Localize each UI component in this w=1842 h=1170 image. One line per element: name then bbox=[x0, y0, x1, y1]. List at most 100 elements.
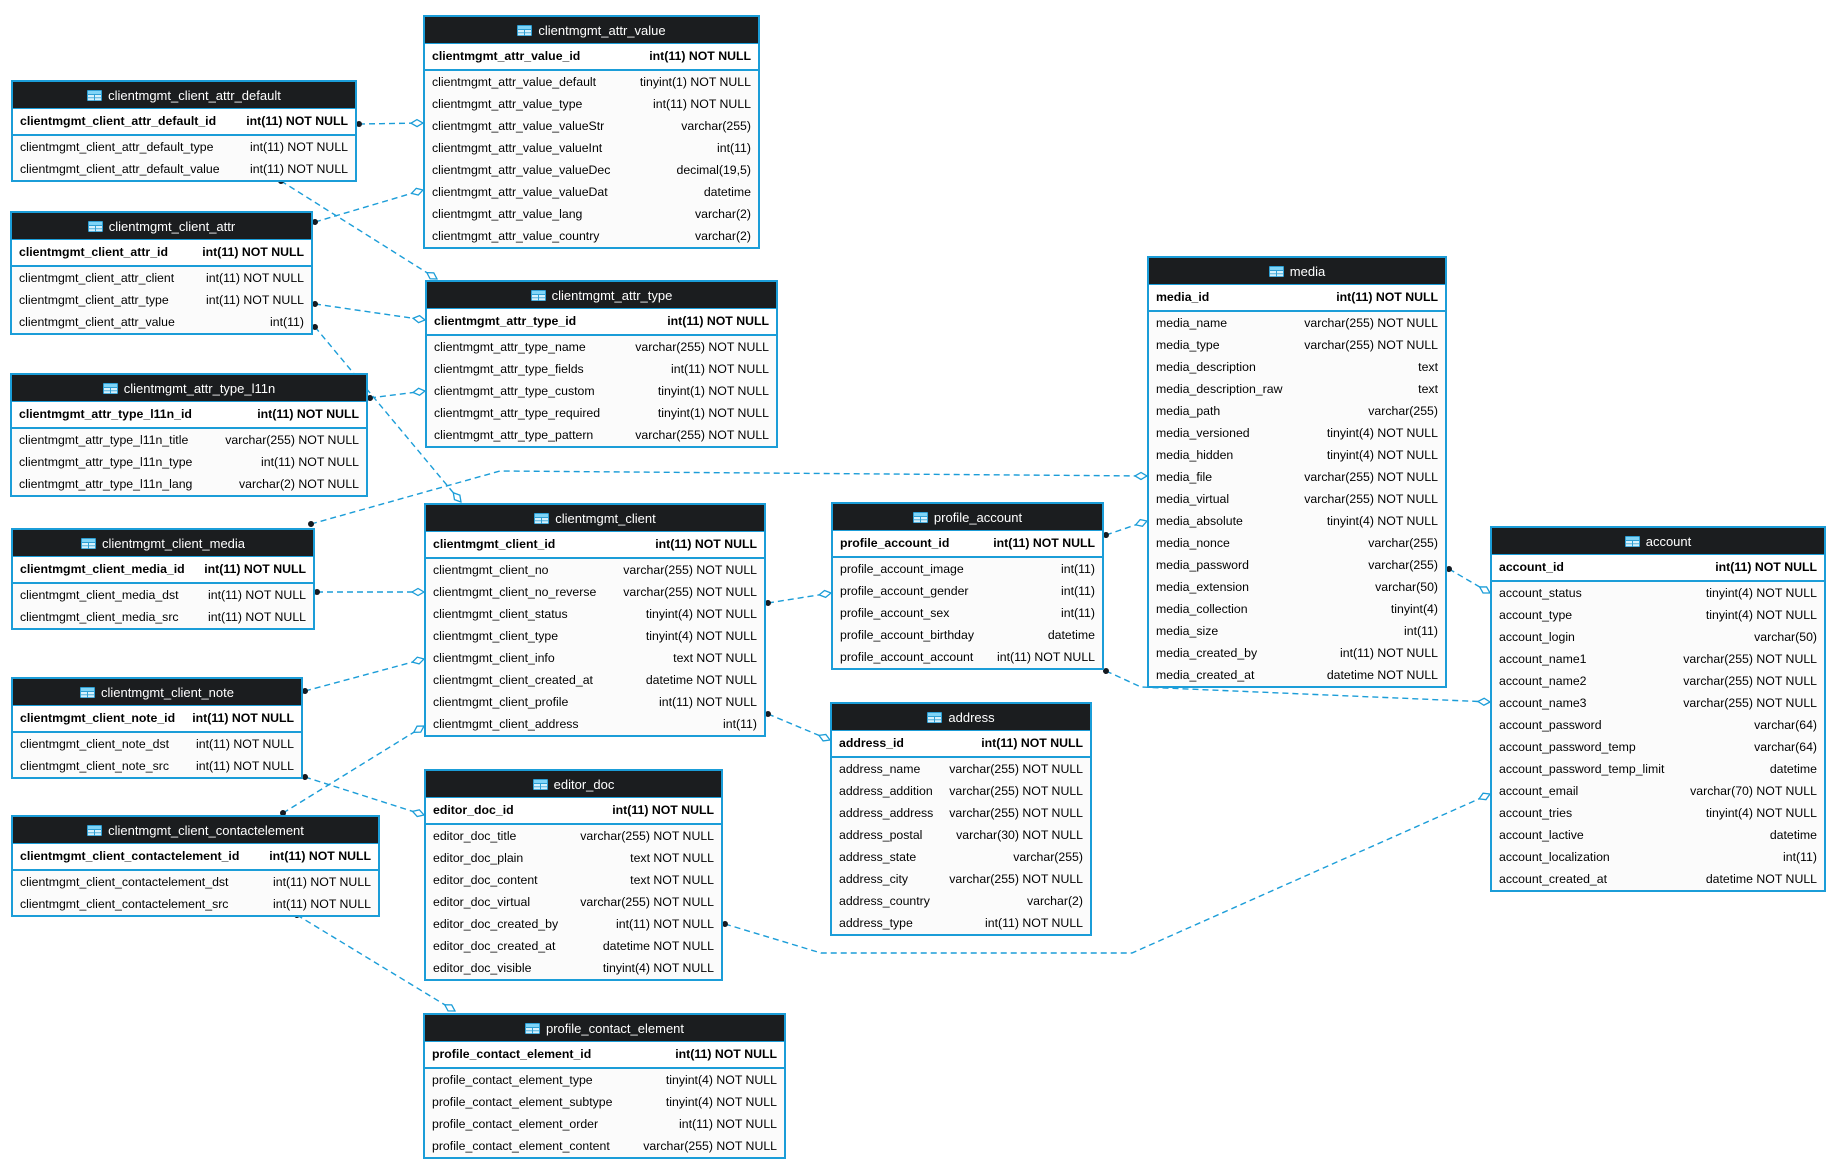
column-name: profile_contact_element_id bbox=[432, 1047, 592, 1061]
table-profile_contact_element[interactable]: profile_contact_element profile_contact_… bbox=[423, 1013, 786, 1159]
relationship-editor_doc--account[interactable] bbox=[725, 794, 1490, 954]
column-type: int(11) NOT NULL bbox=[1336, 290, 1438, 304]
column-type: int(11) bbox=[1061, 584, 1095, 598]
column-name: editor_doc_created_by bbox=[433, 917, 559, 931]
table-header[interactable]: clientmgmt_client_contactelement bbox=[13, 817, 378, 844]
table-header[interactable]: clientmgmt_client_attr bbox=[12, 213, 311, 240]
relationship-clientmgmt_client_attr_default--clientmgmt_attr_type[interactable] bbox=[281, 181, 437, 279]
table-title: account bbox=[1645, 533, 1692, 549]
column-name: clientmgmt_client_contactelement_id bbox=[20, 849, 240, 863]
table-header[interactable]: clientmgmt_client bbox=[426, 505, 764, 532]
column-name: media_id bbox=[1156, 290, 1210, 304]
table-title: clientmgmt_client bbox=[555, 510, 656, 526]
table-header[interactable]: media bbox=[1149, 258, 1445, 285]
column-row: address_type int(11) NOT NULL bbox=[832, 912, 1090, 934]
relationship-clientmgmt_client_note--clientmgmt_client[interactable] bbox=[305, 659, 424, 691]
column-type: tinyint(4) NOT NULL bbox=[665, 1095, 777, 1109]
column-type: tinyint(1) NOT NULL bbox=[639, 75, 751, 89]
column-type: int(11) bbox=[1061, 562, 1095, 576]
relationship-clientmgmt_client--profile_account[interactable] bbox=[768, 593, 831, 603]
relationship-clientmgmt_client_contactelement--clientmgmt_client[interactable] bbox=[283, 726, 424, 813]
table-header[interactable]: address bbox=[832, 704, 1090, 731]
column-type: tinyint(4) NOT NULL bbox=[1705, 586, 1817, 600]
table-title: profile_account bbox=[933, 509, 1023, 525]
table-clientmgmt_client_attr[interactable]: clientmgmt_client_attr clientmgmt_client… bbox=[10, 211, 313, 335]
table-clientmgmt_client_contactelement[interactable]: clientmgmt_client_contactelement clientm… bbox=[11, 815, 380, 917]
table-clientmgmt_client[interactable]: clientmgmt_client clientmgmt_client_id i… bbox=[424, 503, 766, 737]
table-clientmgmt_client_note[interactable]: clientmgmt_client_note clientmgmt_client… bbox=[11, 677, 303, 779]
column-row: clientmgmt_client_status tinyint(4) NOT … bbox=[426, 603, 764, 625]
table-clientmgmt_attr_type_l11n[interactable]: clientmgmt_attr_type_l11n clientmgmt_att… bbox=[10, 373, 368, 497]
column-type: int(11) NOT NULL bbox=[679, 1117, 777, 1131]
column-name: clientmgmt_client_profile bbox=[433, 695, 569, 709]
table-clientmgmt_client_attr_default[interactable]: clientmgmt_client_attr_default clientmgm… bbox=[11, 80, 357, 182]
column-row: editor_doc_visible tinyint(4) NOT NULL bbox=[426, 957, 721, 979]
table-header[interactable]: profile_account bbox=[833, 504, 1102, 531]
column-type: varchar(2) bbox=[694, 229, 751, 243]
column-name: address_addition bbox=[839, 784, 933, 798]
table-header[interactable]: clientmgmt_client_note bbox=[13, 679, 301, 706]
relationship-profile_account--media[interactable] bbox=[1106, 521, 1147, 535]
relationship-clientmgmt_client_media--media[interactable] bbox=[311, 470, 1147, 524]
table-header[interactable]: clientmgmt_client_media bbox=[13, 530, 313, 557]
column-type: varchar(2) bbox=[1026, 894, 1083, 908]
table-header[interactable]: clientmgmt_attr_value bbox=[425, 17, 758, 44]
relationship-clientmgmt_client_note--editor_doc[interactable] bbox=[305, 777, 424, 815]
column-type: int(11) NOT NULL bbox=[250, 162, 348, 176]
column-name: account_lactive bbox=[1499, 828, 1584, 842]
column-name: clientmgmt_attr_value_lang bbox=[432, 207, 583, 221]
relationship-clientmgmt_client_attr_default--clientmgmt_attr_value[interactable] bbox=[359, 123, 423, 124]
table-header[interactable]: profile_contact_element bbox=[425, 1015, 784, 1042]
primary-key-row: clientmgmt_client_attr_id int(11) NOT NU… bbox=[12, 240, 311, 267]
column-row: clientmgmt_client_profile int(11) NOT NU… bbox=[426, 691, 764, 713]
table-header[interactable]: editor_doc bbox=[426, 771, 721, 798]
column-name: media_size bbox=[1156, 624, 1219, 638]
table-clientmgmt_client_media[interactable]: clientmgmt_client_media clientmgmt_clien… bbox=[11, 528, 315, 630]
column-type: varchar(255) NOT NULL bbox=[1683, 652, 1817, 666]
column-name: clientmgmt_attr_type_custom bbox=[434, 384, 595, 398]
column-name: clientmgmt_attr_type_l11n_id bbox=[19, 407, 192, 421]
column-name: editor_doc_id bbox=[433, 803, 514, 817]
column-type: tinyint(4) NOT NULL bbox=[1326, 426, 1438, 440]
column-type: int(11) NOT NULL bbox=[981, 736, 1083, 750]
relationship-media--account[interactable] bbox=[1449, 569, 1490, 593]
table-header[interactable]: clientmgmt_attr_type bbox=[427, 282, 776, 309]
column-name: account_tries bbox=[1499, 806, 1573, 820]
table-header[interactable]: account bbox=[1492, 528, 1824, 555]
table-clientmgmt_attr_value[interactable]: clientmgmt_attr_value clientmgmt_attr_va… bbox=[423, 15, 760, 249]
column-type: tinyint(4) NOT NULL bbox=[1326, 448, 1438, 462]
relationship-profile_account--account[interactable] bbox=[1106, 671, 1490, 702]
column-row: account_localization int(11) bbox=[1492, 846, 1824, 868]
column-type: int(11) NOT NULL bbox=[196, 737, 294, 751]
column-name: account_created_at bbox=[1499, 872, 1608, 886]
relationship-clientmgmt_client_contactelement--profile_contact_element[interactable] bbox=[297, 915, 455, 1011]
table-header[interactable]: clientmgmt_attr_type_l11n bbox=[12, 375, 366, 402]
relationship-clientmgmt_attr_type_l11n--clientmgmt_attr_type[interactable] bbox=[370, 391, 425, 398]
column-name: media_extension bbox=[1156, 580, 1249, 594]
table-editor_doc[interactable]: editor_doc editor_doc_id int(11) NOT NUL… bbox=[424, 769, 723, 981]
column-name: media_file bbox=[1156, 470, 1213, 484]
column-name: clientmgmt_client_note_dst bbox=[20, 737, 170, 751]
column-name: address_id bbox=[839, 736, 904, 750]
relationship-clientmgmt_client_attr--clientmgmt_client[interactable] bbox=[315, 327, 461, 502]
table-header[interactable]: clientmgmt_client_attr_default bbox=[13, 82, 355, 109]
column-type: int(11) bbox=[717, 141, 751, 155]
column-type: varchar(255) NOT NULL bbox=[623, 585, 757, 599]
table-account[interactable]: account account_id int(11) NOT NULL acco… bbox=[1490, 526, 1826, 892]
column-name: media_name bbox=[1156, 316, 1228, 330]
table-profile_account[interactable]: profile_account profile_account_id int(1… bbox=[831, 502, 1104, 670]
table-clientmgmt_attr_type[interactable]: clientmgmt_attr_type clientmgmt_attr_typ… bbox=[425, 280, 778, 448]
table-address[interactable]: address address_id int(11) NOT NULL addr… bbox=[830, 702, 1092, 936]
relationship-clientmgmt_client_attr--clientmgmt_attr_value[interactable] bbox=[315, 190, 423, 222]
column-row: account_password_temp_limit datetime bbox=[1492, 758, 1824, 780]
relationship-clientmgmt_client_attr--clientmgmt_attr_type[interactable] bbox=[315, 304, 425, 320]
column-row: clientmgmt_client_info text NOT NULL bbox=[426, 647, 764, 669]
column-name: media_type bbox=[1156, 338, 1220, 352]
relationship-clientmgmt_client--address[interactable] bbox=[768, 714, 830, 740]
column-row: clientmgmt_attr_type_l11n_title varchar(… bbox=[12, 429, 366, 451]
table-media[interactable]: media media_id int(11) NOT NULL media_na… bbox=[1147, 256, 1447, 688]
column-row: profile_account_account int(11) NOT NULL bbox=[833, 646, 1102, 668]
column-row: clientmgmt_client_contactelement_dst int… bbox=[13, 871, 378, 893]
column-name: clientmgmt_client_id bbox=[433, 537, 556, 551]
column-type: int(11) NOT NULL bbox=[206, 271, 304, 285]
